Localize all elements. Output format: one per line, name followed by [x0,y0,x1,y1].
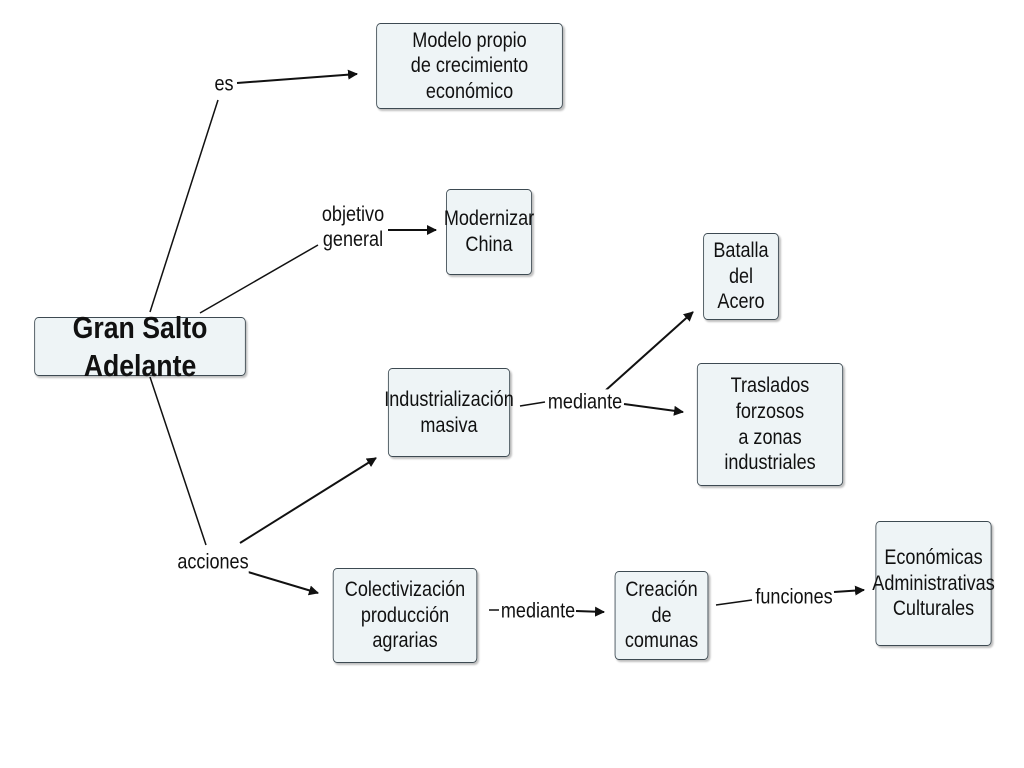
arrow-mediante-batalla [605,311,694,391]
node-text: Modernizar China [443,207,535,256]
link-objetivo-general: objetivo general [321,201,385,253]
line-industrializacion-mediante [519,401,546,407]
node-modernizar-china: Modernizar China [443,189,535,275]
node-modelo-propio: Modelo propio de crecimiento económico [376,23,563,109]
node-text: Modelo propio de crecimiento económico [410,28,529,103]
node-text: Económicas Administrativas Culturales [872,546,995,621]
node-traslados-forzosos: Traslados forzosos a zonas industriales [696,363,844,486]
node-text: Creación de comunas [624,578,699,653]
node-gran-salto-adelante: Gran Salto Adelante [34,310,246,383]
link-es: es [214,71,234,97]
line-creacion-funciones [715,599,753,606]
link-funciones: funciones [755,584,833,610]
arrow-acciones-industrializacion [239,457,377,544]
node-text: Gran Salto Adelante [72,309,208,383]
node-batalla-del-acero: Batalla del Acero [703,233,779,320]
arrow-es-modelo [236,69,358,84]
arrow-funciones-list [833,585,865,596]
arrow-mediante-creacion [575,606,605,617]
node-colectivizacion: Colectivización producción agrarias [332,568,478,663]
line-root-objetivo [199,244,319,314]
node-industrializacion-masiva: Industrialización masiva [384,368,514,457]
link-mediante-colectivizacion: mediante [500,598,576,624]
node-text: Colectivización producción agrarias [344,578,466,653]
arrow-acciones-colectivizacion [247,571,319,596]
node-funciones-list: Económicas Administrativas Culturales [872,521,995,646]
node-text: Traslados forzosos a zonas industriales [724,374,816,475]
node-text: Industrialización masiva [384,387,514,437]
link-acciones: acciones [177,549,249,575]
link-mediante-industrializacion: mediante [547,389,623,415]
node-text: Batalla del Acero [713,239,769,314]
line-root-es [149,99,219,313]
arrow-mediante-traslados [623,403,684,416]
node-creacion-de-comunas: Creación de comunas [614,571,709,660]
line-root-acciones [149,376,207,546]
